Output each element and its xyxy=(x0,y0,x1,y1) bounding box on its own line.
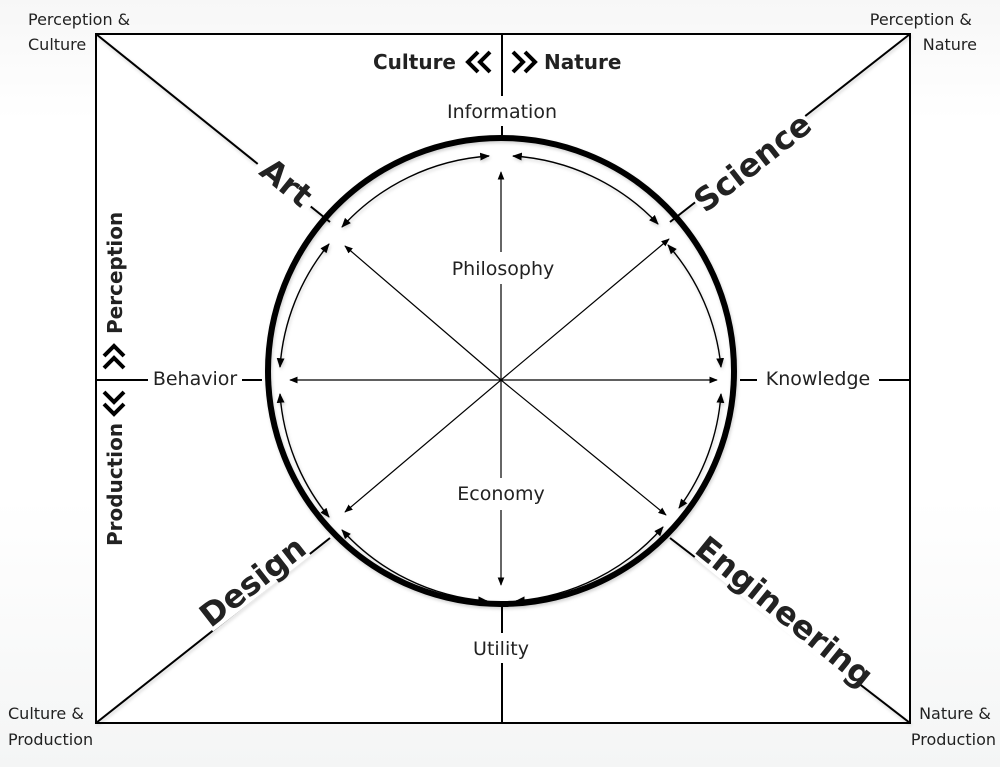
perception-axis-label: Perception xyxy=(103,212,127,334)
main-circle xyxy=(265,135,737,607)
utility-label: Utility xyxy=(473,638,529,660)
double-chevron-right-icon xyxy=(511,50,538,74)
double-chevron-up-icon xyxy=(102,343,126,370)
production-axis-label: Production xyxy=(103,423,127,546)
philosophy-label: Philosophy xyxy=(452,258,555,280)
corner-label-top-right: Perception & Nature xyxy=(870,10,977,54)
nature-axis-label: Nature xyxy=(544,50,621,74)
information-label: Information xyxy=(447,101,557,123)
double-chevron-left-icon xyxy=(465,50,492,74)
corner-label-bottom-left: Culture & Production xyxy=(8,704,93,749)
corner-label-bottom-right: Nature & Production xyxy=(911,704,996,749)
economy-label: Economy xyxy=(457,483,545,505)
corner-label-top-left: Perception & Culture xyxy=(28,10,135,54)
double-chevron-down-icon xyxy=(102,390,126,417)
inner-arcs xyxy=(276,152,725,605)
behavior-label: Behavior xyxy=(153,368,238,390)
culture-axis-label: Culture xyxy=(373,50,456,74)
knowledge-label: Knowledge xyxy=(766,368,870,390)
